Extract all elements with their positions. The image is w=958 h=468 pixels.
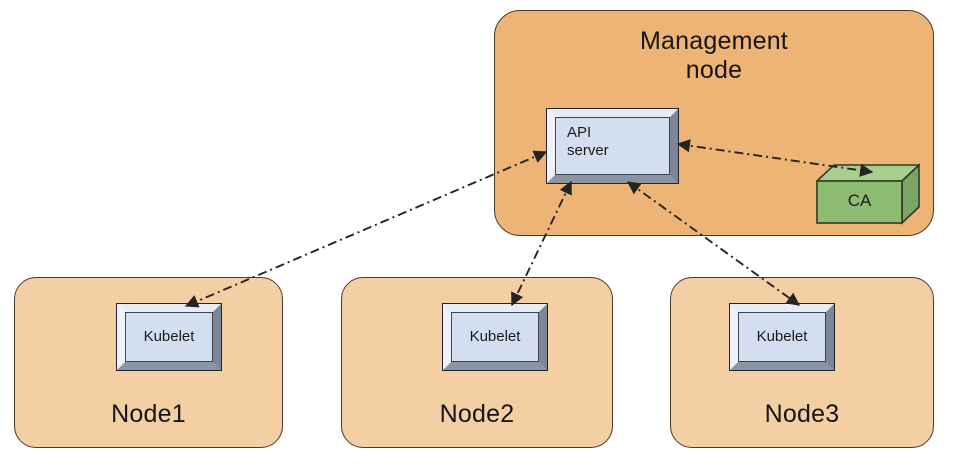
kubelet-label-1: Kubelet (143, 328, 195, 345)
worker-node-title-1: Node1 (111, 400, 186, 428)
api-server-box[interactable]: API server (546, 108, 679, 184)
kubelet-box-node3[interactable]: Kubelet (729, 303, 835, 371)
kubelet-face-1: Kubelet (125, 312, 213, 362)
kubelet-bevel-rim-2 (443, 304, 547, 370)
kubelet-bevel-rim-1 (117, 304, 221, 370)
kubelet-label-3: Kubelet (756, 328, 808, 345)
management-node-title: Management node (640, 27, 788, 84)
kubelet-box-node1[interactable]: Kubelet (116, 303, 222, 371)
certificate-authority-cuboid-icon (816, 163, 920, 225)
kubelet-face-3: Kubelet (738, 312, 826, 362)
worker-node-title-3: Node3 (764, 400, 840, 428)
api-server-bevel-rim (547, 109, 678, 183)
api-server-face: API server (555, 117, 670, 175)
ca-label: CA (847, 191, 872, 210)
kubelet-label-2: Kubelet (469, 328, 521, 345)
worker-node-title-2: Node2 (439, 400, 515, 428)
ca-cuboid[interactable]: CA (816, 163, 920, 225)
kubelet-face-2: Kubelet (451, 312, 539, 362)
api-server-label: API server (567, 124, 609, 159)
kubelet-bevel-rim-3 (730, 304, 834, 370)
kubelet-box-node2[interactable]: Kubelet (442, 303, 548, 371)
